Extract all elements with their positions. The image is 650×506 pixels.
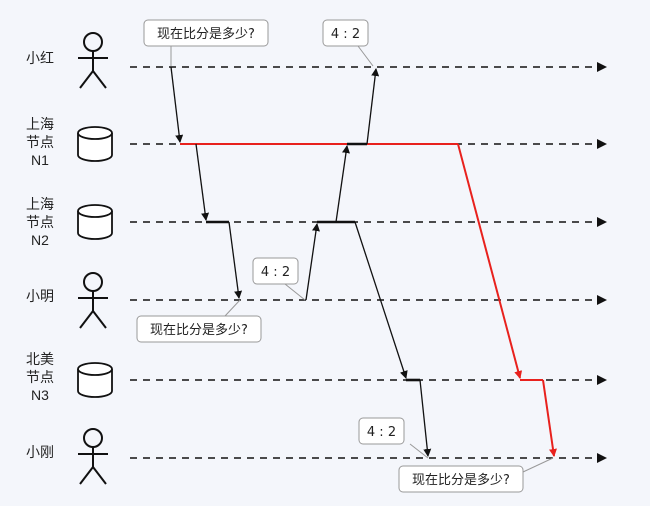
replication-path bbox=[180, 143, 557, 457]
database-icon-na-n3 bbox=[77, 362, 113, 398]
lane-label-xiaohong: 小红 bbox=[26, 50, 54, 66]
msg-n2-to-n1 bbox=[335, 145, 350, 223]
callout-a-xiaogang: 4 : 2 bbox=[358, 417, 429, 459]
msg-n2-to-n3 bbox=[354, 221, 408, 379]
lane-label-sh-n1: 上海 节点 N1 bbox=[26, 116, 54, 168]
callout-text: 现在比分是多少? bbox=[150, 322, 248, 338]
replication-arrow-n1-to-n3 bbox=[457, 143, 523, 379]
callout-text: 现在比分是多少? bbox=[412, 472, 510, 488]
lane-label-xiaogang: 小刚 bbox=[26, 444, 54, 460]
database-icon-sh-n1 bbox=[77, 126, 113, 162]
callout-text: 4 : 2 bbox=[261, 265, 290, 280]
database-icon-sh-n2 bbox=[77, 204, 113, 240]
callout-q-xiaohong: 现在比分是多少? bbox=[143, 19, 269, 66]
msg-n2-to-xiaoming bbox=[228, 221, 243, 299]
lane-label-xiaoming: 小明 bbox=[26, 288, 54, 304]
person-icon-xiaogang bbox=[78, 428, 108, 485]
person-icon-xiaohong bbox=[78, 32, 108, 89]
lane-label-sh-n2: 上海 节点 N2 bbox=[26, 196, 54, 248]
callout-text: 现在比分是多少? bbox=[157, 26, 255, 42]
msg-xiaohong-to-n1 bbox=[170, 66, 184, 143]
callout-text: 4 : 2 bbox=[367, 425, 396, 440]
callout-a-xiaoming: 4 : 2 bbox=[252, 257, 306, 301]
message-path bbox=[170, 66, 432, 457]
msg-n3-to-xiaogang bbox=[419, 379, 432, 457]
callout-q-xiaogang: 现在比分是多少? bbox=[398, 457, 554, 493]
msg-n1-to-xiaohong bbox=[366, 68, 380, 145]
lane-label-na-n3: 北美 节点 N3 bbox=[26, 351, 54, 403]
replication-arrow-n3-to-xiaogang bbox=[542, 379, 557, 457]
callout-text: 4 : 2 bbox=[331, 27, 360, 42]
msg-n1-to-n2 bbox=[195, 143, 210, 221]
callout-q-xiaoming: 现在比分是多少? bbox=[136, 299, 262, 343]
msg-xiaoming-to-n2 bbox=[305, 223, 320, 301]
callout-a-xiaohong: 4 : 2 bbox=[322, 19, 374, 67]
person-icon-xiaoming bbox=[78, 272, 108, 329]
